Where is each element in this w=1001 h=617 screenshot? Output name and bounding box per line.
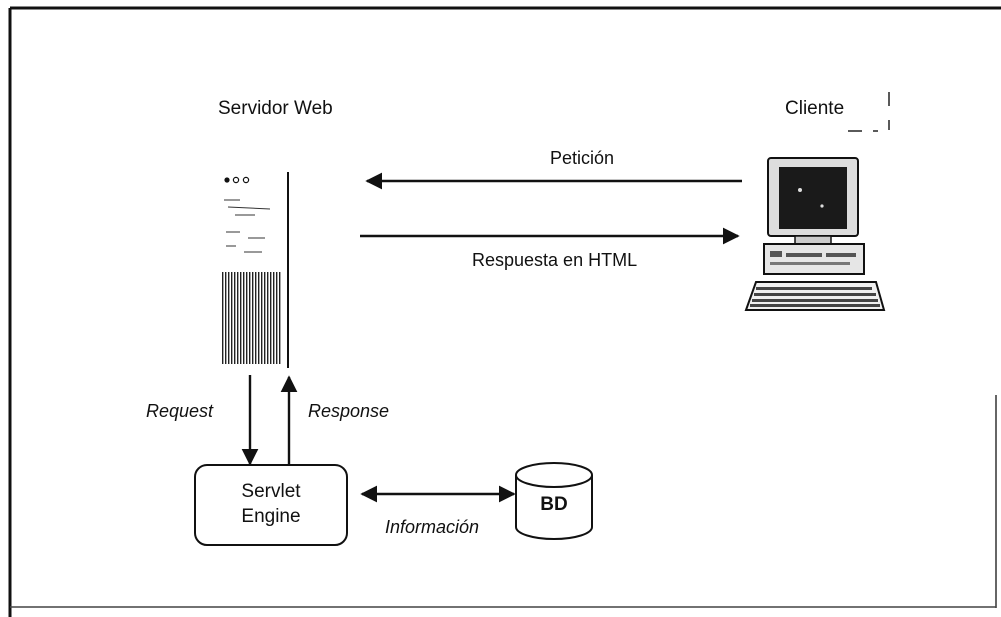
response-arrow-label: Respuesta en HTML (472, 250, 637, 270)
server-title: Servidor Web (218, 98, 333, 119)
client-computer-icon (744, 157, 886, 311)
servlet-engine-label-line2: Engine (241, 506, 300, 527)
servlet-engine-label-line1: Servlet (241, 481, 301, 502)
information-label: Información (385, 517, 479, 537)
client-title: Cliente (785, 98, 844, 119)
web-server-icon (221, 172, 289, 368)
response-label: Response (308, 401, 389, 421)
database-label: BD (540, 494, 567, 515)
diagram-frame (8, 6, 1001, 617)
request-label: Request (146, 401, 214, 421)
request-arrow-label: Petición (550, 148, 614, 168)
servlet-engine-box (194, 464, 348, 546)
scan-marks (848, 92, 890, 132)
database-icon (515, 462, 593, 540)
